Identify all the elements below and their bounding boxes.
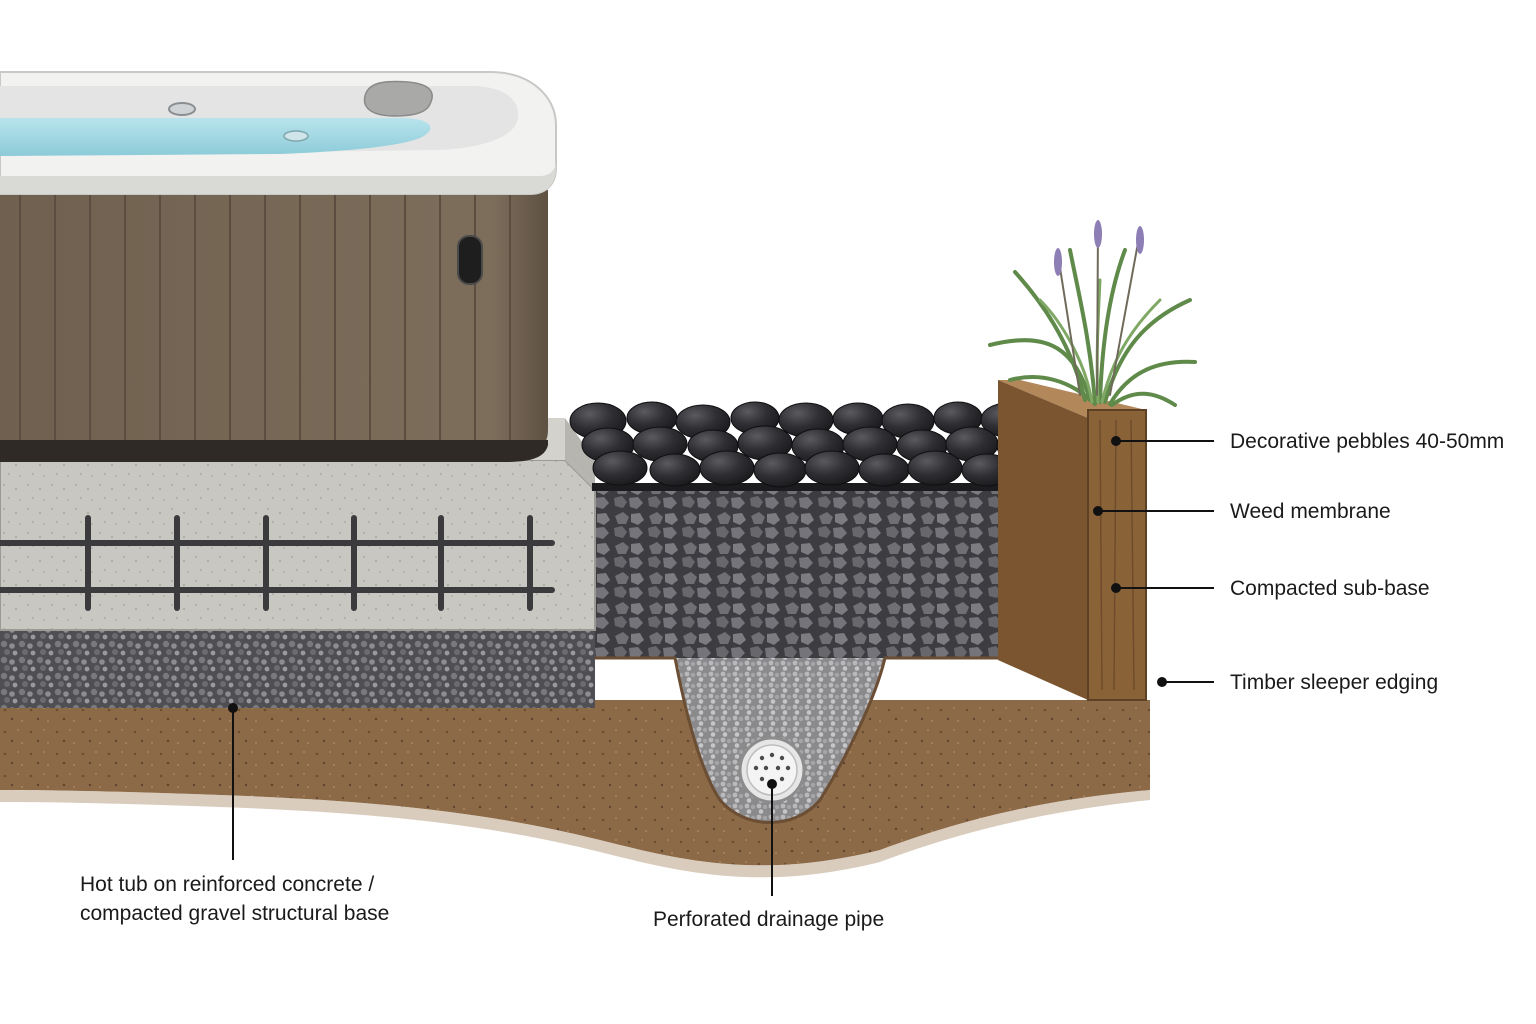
soil-fade bbox=[0, 790, 1150, 878]
label-compacted-sub-base: Compacted sub-base bbox=[1230, 577, 1430, 600]
leader-lines bbox=[228, 436, 1214, 896]
timber-sleeper-edging bbox=[1087, 409, 1147, 701]
hot-tub-cladding bbox=[0, 190, 548, 462]
label-weed-membrane: Weed membrane bbox=[1230, 500, 1391, 523]
label-hot-tub-base-line2: compacted gravel structural base bbox=[80, 902, 390, 925]
timber-grain bbox=[1099, 419, 1135, 691]
jet-icon bbox=[283, 130, 309, 142]
hot-tub-water bbox=[0, 118, 431, 156]
trench-edge bbox=[595, 656, 1082, 824]
structural-gravel-base bbox=[0, 630, 595, 708]
timber-sleeper-top bbox=[998, 380, 1146, 418]
soil-layer bbox=[0, 700, 1150, 866]
label-timber-sleeper-edging: Timber sleeper edging bbox=[1230, 671, 1439, 694]
compacted-sub-base bbox=[595, 488, 1082, 658]
timber-sleeper-side bbox=[998, 380, 1088, 700]
label-decorative-pebbles: Decorative pebbles 40-50mm bbox=[1230, 430, 1505, 453]
weed-membrane bbox=[592, 483, 1084, 491]
rebar-mesh bbox=[0, 515, 555, 611]
hot-tub-rim-shadow bbox=[0, 160, 556, 194]
headrest-icon bbox=[363, 80, 433, 117]
drainage-pipe bbox=[738, 736, 806, 804]
hot-tub-base-trim bbox=[0, 440, 548, 462]
ornamental-grass-plant bbox=[988, 220, 1197, 407]
side-drain-plug bbox=[457, 235, 483, 285]
jet-icon bbox=[168, 102, 196, 116]
label-drainage-pipe: Perforated drainage pipe bbox=[653, 908, 885, 931]
label-hot-tub-base-line1: Hot tub on reinforced concrete / bbox=[80, 873, 375, 896]
